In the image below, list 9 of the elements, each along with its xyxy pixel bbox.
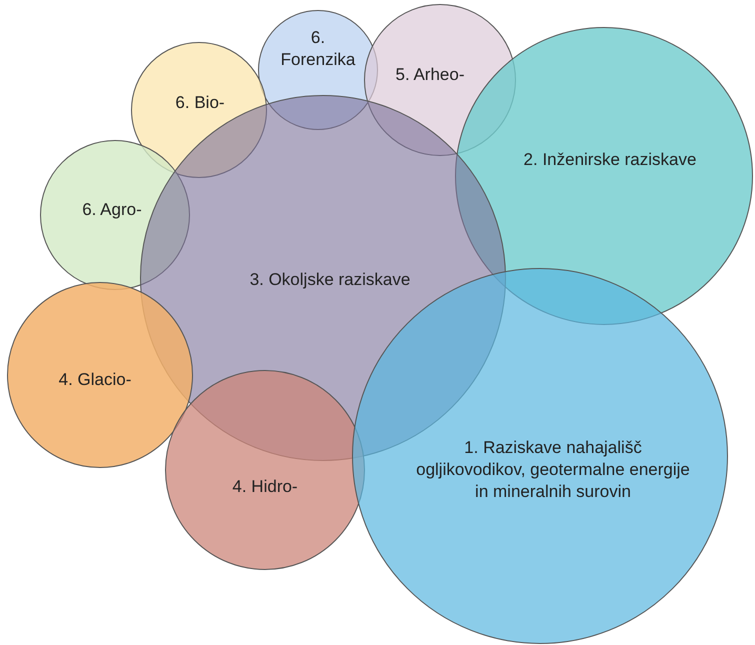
circle-label: 6. Agro- xyxy=(81,199,143,221)
circle-label: 5. Arheo- xyxy=(394,64,466,86)
circle-label: 4. Glacio- xyxy=(58,369,132,391)
circle-label: 6. Bio- xyxy=(174,92,226,114)
circle-label: 4. Hidro- xyxy=(231,476,299,498)
circle-label: 6. Forenzika xyxy=(280,27,356,71)
circle-label: 2. Inženirske raziskave xyxy=(522,149,698,171)
circle-label: 3. Okoljske raziskave xyxy=(248,269,412,291)
circle-label: 1. Raziskave nahajališč ogljikovodikov, geotermalne energije in mineralnih surovin xyxy=(415,437,691,503)
